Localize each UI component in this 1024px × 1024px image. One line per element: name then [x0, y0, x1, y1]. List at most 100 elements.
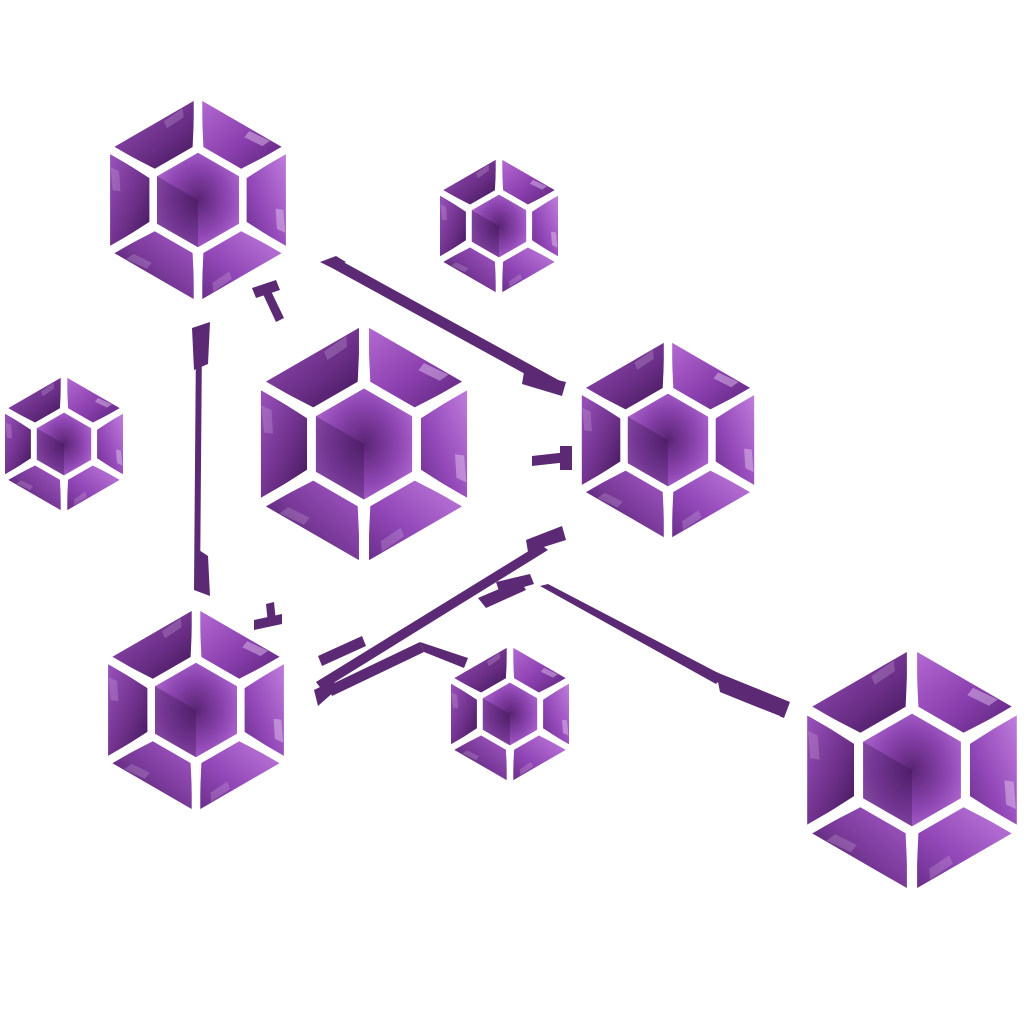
gem-core: [36, 412, 92, 476]
gem-highlight: [967, 687, 998, 706]
gem-facet-divider: [538, 728, 574, 753]
gem-highlight: [509, 273, 522, 288]
gem-facet-divider: [240, 222, 293, 257]
gem-facet-divider: [253, 377, 314, 418]
gem-facet: [7, 377, 62, 423]
gem-core: [157, 152, 239, 248]
gem-facet: [671, 470, 751, 538]
gem-facet-divider: [527, 187, 563, 212]
gem-highlight: [261, 405, 273, 434]
gem-facet-divider: [414, 470, 475, 511]
gem-facet: [512, 735, 567, 781]
gem-core-shade: [36, 428, 64, 476]
gem-facet-divider: [446, 728, 482, 753]
gem-core: [482, 682, 538, 746]
gem-facet: [66, 465, 121, 511]
gem-highlight: [324, 336, 348, 361]
gem-highlight: [826, 834, 857, 853]
gem-facet-divider: [101, 732, 154, 767]
gem-facet-divider: [710, 461, 761, 496]
gem-highlight: [476, 164, 489, 179]
gem-facet-divider: [0, 458, 36, 483]
gem-facet: [97, 412, 123, 476]
gem-bottom-left: [101, 603, 291, 817]
gem-core: [155, 662, 237, 758]
gem-highlight: [418, 363, 449, 381]
gem-facet-divider: [101, 653, 154, 688]
gem-bottom-right: [799, 643, 1024, 897]
gem-highlight: [562, 719, 569, 736]
gem-facet: [811, 651, 909, 733]
gem-facet-divider: [527, 240, 563, 265]
gem-highlight: [116, 449, 123, 466]
gem-facet-divider: [92, 405, 128, 430]
gem-facet: [113, 231, 195, 300]
gem-facet-divider: [575, 384, 626, 419]
edge-center-to-bottom-left: [254, 602, 282, 630]
gem-highlight: [161, 618, 182, 639]
gem-right: [575, 335, 761, 545]
edge-center-to-right: [532, 446, 572, 470]
gem-facet: [442, 247, 497, 293]
connector-layer: [192, 256, 790, 720]
gem-highlight: [273, 718, 284, 743]
gem-facet-divider: [103, 143, 156, 178]
gem-facet: [453, 647, 508, 693]
gem-facet-divider: [710, 384, 761, 419]
gem-facet: [5, 412, 31, 476]
gem-facet: [581, 393, 621, 487]
gem-highlight: [808, 730, 820, 760]
gem-facet: [715, 393, 755, 487]
gem-core-shade: [315, 416, 364, 500]
gem-core: [315, 388, 413, 500]
gem-highlight: [582, 407, 592, 432]
edge-top-left-to-right: [320, 256, 566, 396]
gem-highlight: [929, 855, 953, 880]
gem-highlight: [487, 652, 500, 667]
gem-facet: [111, 610, 193, 679]
gem-core-shade: [863, 741, 912, 827]
gem-core: [471, 194, 527, 258]
gem-facet: [453, 735, 508, 781]
gem-highlight: [110, 167, 121, 192]
gem-facet: [807, 714, 854, 826]
gem-highlight: [451, 262, 469, 273]
gem-core: [627, 393, 709, 487]
gem-highlight: [520, 761, 533, 776]
gem-highlight: [634, 349, 654, 370]
gem-facet-divider: [963, 796, 1024, 838]
gem-facet: [585, 470, 665, 538]
gem-highlight: [16, 480, 34, 491]
gem-facet: [915, 651, 1013, 733]
gem-facet: [671, 342, 751, 410]
gem-facet-divider: [446, 675, 482, 700]
gem-highlight: [74, 491, 87, 506]
gem-highlight: [126, 253, 152, 269]
gem-facet: [367, 327, 464, 408]
gem-facet-divider: [92, 458, 128, 483]
gem-core-shade: [482, 698, 510, 746]
gem-highlight: [440, 204, 447, 221]
gem-core: [863, 713, 961, 827]
gem-facet-divider: [538, 675, 574, 700]
edge-top-left-to-center: [252, 280, 284, 322]
gem-highlight: [871, 660, 895, 685]
gem-facet-divider: [575, 461, 626, 496]
gem-facet-divider: [963, 702, 1024, 744]
gem-facet: [199, 610, 281, 679]
gem-facet: [367, 480, 464, 561]
gem-facet: [7, 465, 62, 511]
gem-facet: [442, 159, 497, 205]
gem-highlight: [682, 510, 702, 531]
gem-highlight: [462, 750, 480, 761]
gem-facet-divider: [238, 732, 291, 767]
edge-right-to-bottom-right: [478, 574, 790, 720]
gem-facet: [451, 682, 477, 746]
gem-highlight: [279, 507, 310, 525]
gem-highlight: [540, 667, 558, 678]
gem-highlight: [242, 641, 268, 657]
gem-facet-divider: [799, 796, 861, 838]
gem-facet-divider: [799, 702, 861, 744]
gem-facet: [811, 807, 909, 889]
gem-highlight: [163, 108, 184, 129]
